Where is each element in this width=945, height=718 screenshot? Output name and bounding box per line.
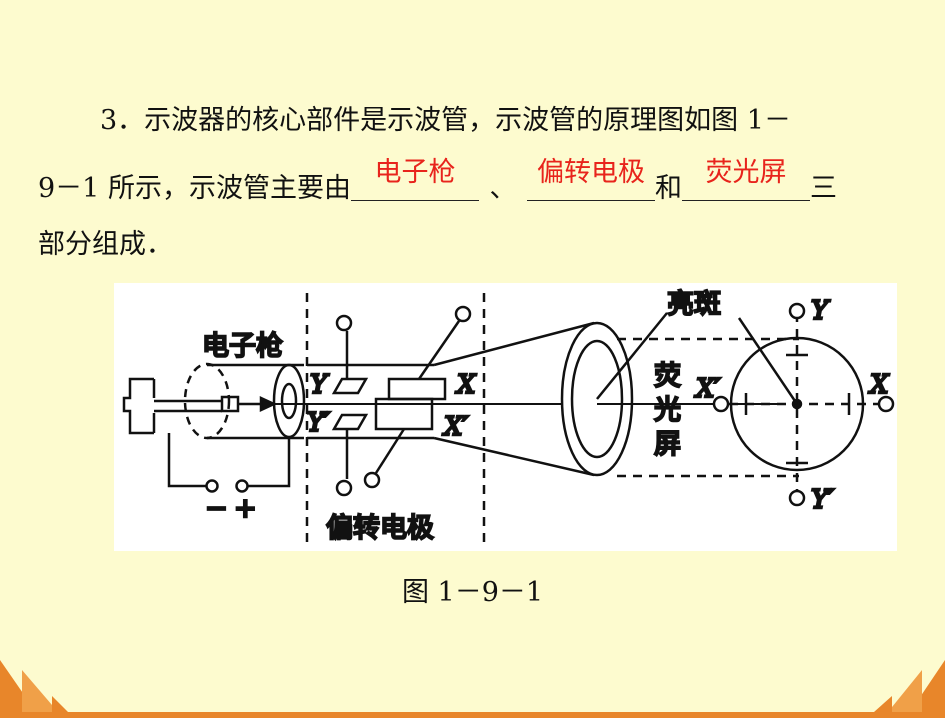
- answer-blank-2: 偏转电极: [526, 157, 655, 201]
- question-line-2-suffix: 三: [809, 173, 837, 204]
- answer-3: 荧光屏: [705, 157, 787, 188]
- question-line-2: 9－1 所示，示波管主要由电子枪、偏转电极和荧光屏三: [38, 157, 837, 206]
- answer-blank-3: 荧光屏: [681, 157, 810, 201]
- answer-2: 偏转电极: [536, 157, 645, 188]
- label-screen-char-2: 光: [654, 395, 681, 426]
- corner-decoration: [0, 660, 945, 718]
- terminal-plus: +: [234, 493, 257, 524]
- label-y-prime-plate: Y′: [307, 408, 330, 438]
- x-deflection-plates: [363, 305, 472, 489]
- y-deflection-plates: [331, 314, 369, 497]
- cathode-filament: [122, 377, 194, 435]
- label-y-plate: Y: [310, 370, 330, 400]
- terminal-minus: −: [205, 493, 228, 524]
- label-x-screen: X: [868, 370, 890, 400]
- fluorescent-screen: [560, 312, 724, 477]
- label-bright-spot: 亮斑: [667, 289, 721, 320]
- label-y-prime-screen: Y′: [811, 485, 834, 515]
- figure-caption: 图 1－9－1: [401, 577, 544, 608]
- tube-flare-top: [433, 321, 595, 367]
- label-y-screen: Y: [811, 296, 831, 326]
- gun-wiring: [167, 433, 291, 493]
- label-x-plate: X: [455, 370, 477, 400]
- question-line-3: 部分组成．: [38, 229, 173, 260]
- question-line-1: 3．示波器的核心部件是示波管，示波管的原理图如图 1－: [100, 105, 791, 136]
- separator-2: 和: [654, 173, 682, 204]
- question-line-2-prefix: 9－1 所示，示波管主要由: [38, 173, 351, 204]
- tube-flare-bottom: [433, 436, 595, 477]
- label-screen-char-3: 屏: [654, 429, 681, 460]
- oscilloscope-tube-diagram: − +: [114, 283, 897, 551]
- answer-blank-1: 电子枪: [350, 157, 479, 201]
- label-electron-gun: 电子枪: [202, 331, 283, 362]
- separator-1: 、: [489, 173, 517, 204]
- label-x-prime-plate: X′: [442, 412, 469, 442]
- screen-front-view: [712, 302, 895, 507]
- label-deflection-electrodes: 偏转电极: [326, 513, 434, 544]
- answer-1: 电子枪: [374, 157, 456, 188]
- label-screen-char-1: 荧: [654, 361, 681, 392]
- label-x-prime-screen: X′: [694, 374, 721, 404]
